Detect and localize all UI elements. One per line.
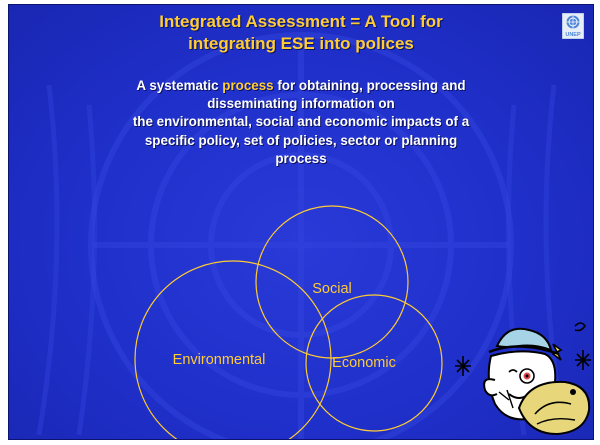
economic-label: Economic — [332, 355, 396, 371]
definition-line-3: the environmental, social and economic i… — [132, 114, 470, 130]
highlight-process: process — [222, 78, 274, 93]
title-line-1: Integrated Assessment = A Tool for — [159, 12, 443, 31]
venn-diagram: Social Environmental Economic — [134, 205, 443, 439]
economic-circle — [305, 294, 443, 432]
social-circle — [255, 205, 409, 359]
un-emblem-icon: UNEP — [562, 13, 584, 39]
definition-line-2: disseminating information on — [207, 96, 395, 112]
slide-title: Integrated Assessment = A Tool for integ… — [9, 5, 593, 63]
definition-line-1-end: for obtaining, processing and — [273, 78, 466, 93]
definition-line-1: A systematic process for obtaining, proc… — [9, 77, 593, 95]
social-label: Social — [312, 281, 352, 297]
definition-line-5: process — [275, 150, 327, 166]
slide: Integrated Assessment = A Tool for integ… — [8, 4, 594, 440]
un-emblem-watermark — [36, 32, 567, 439]
dazed-man-fish-cartoon — [455, 322, 591, 436]
title-line-2: integrating ESE into polices — [188, 34, 414, 53]
unep-logo-text: UNEP — [565, 32, 581, 38]
definition-text: A systematic process for obtaining, proc… — [9, 77, 593, 168]
environmental-circle — [134, 260, 332, 439]
definition-line-1-start: A systematic — [136, 78, 223, 93]
definition-line-4: specific policy, set of policies, sector… — [144, 132, 458, 148]
environmental-label: Environmental — [173, 352, 266, 368]
